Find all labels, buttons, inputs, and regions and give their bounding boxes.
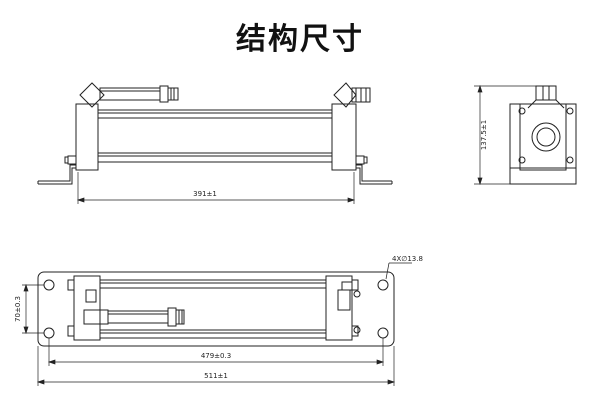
label-side-length: 391±1 bbox=[193, 190, 217, 198]
end-view bbox=[474, 84, 577, 186]
top-view bbox=[22, 262, 412, 386]
sensor-left bbox=[79, 82, 179, 108]
side-view bbox=[37, 82, 393, 204]
mount-hole bbox=[43, 279, 55, 291]
label-bottom-vertical: 70±0.3 bbox=[14, 296, 22, 322]
base-plate bbox=[37, 271, 395, 347]
label-end-height: 137.5±1 bbox=[480, 120, 488, 150]
end-view-bore bbox=[531, 122, 561, 152]
left-end-block bbox=[75, 103, 99, 171]
dim-bottom-vertical bbox=[22, 283, 44, 335]
page-title: 结构尺寸 bbox=[236, 22, 364, 57]
mount-hole bbox=[43, 327, 55, 339]
mount-hole bbox=[377, 327, 389, 339]
right-end-block bbox=[331, 103, 357, 171]
dim-overall-length bbox=[36, 346, 396, 386]
sensor-right bbox=[333, 82, 371, 108]
sensor-top bbox=[83, 289, 185, 327]
label-holes: 4X∅13.8 bbox=[392, 255, 423, 263]
dim-end-height bbox=[474, 84, 536, 186]
mount-hole bbox=[377, 279, 389, 291]
dim-side-length bbox=[76, 172, 356, 204]
label-overall-length: 511±1 bbox=[204, 372, 228, 380]
dim-hole-spacing bbox=[47, 338, 385, 366]
label-hole-spacing: 479±0.3 bbox=[201, 352, 231, 360]
